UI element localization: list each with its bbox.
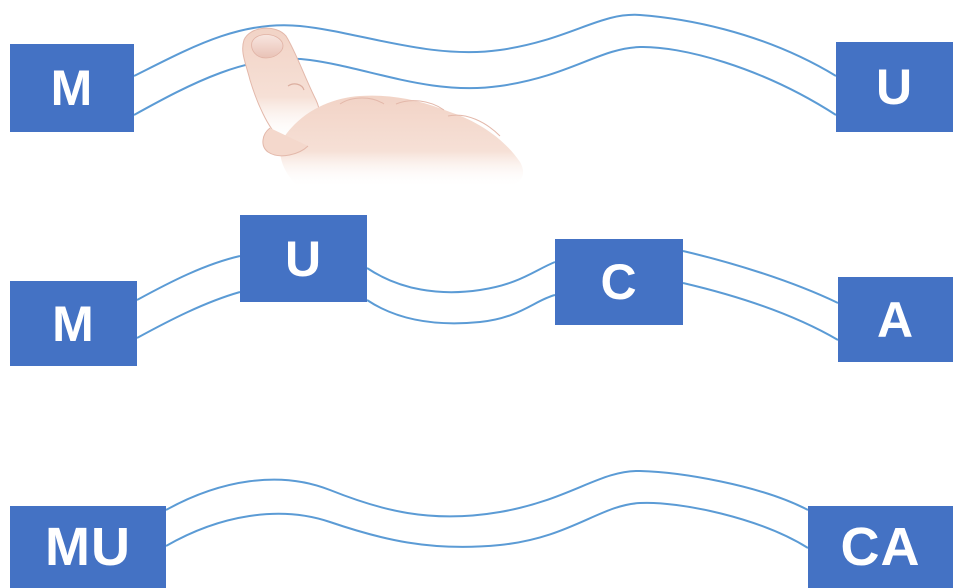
row-2-wire — [136, 250, 839, 341]
row-1-block-m: M — [10, 44, 134, 132]
fingernail — [251, 34, 284, 59]
row-3-wire-lower — [165, 501, 809, 549]
row-3-wire — [165, 469, 809, 549]
row-1-wire-upper — [133, 13, 837, 77]
row-2-block-c: C — [555, 239, 683, 325]
row-2-wire-m-u-upper — [136, 255, 241, 301]
row-2-block-a: A — [838, 277, 953, 362]
row-3-block-mu: MU — [10, 506, 166, 588]
row-3-wire-upper — [165, 469, 809, 518]
palm — [280, 95, 524, 188]
row-1-wire — [133, 13, 837, 116]
knuckle-crease — [287, 83, 305, 91]
row-2-wire-u-c-lower — [366, 294, 556, 325]
row-3-block-ca: CA — [808, 506, 953, 588]
row-2-wire-c-a-lower — [682, 282, 839, 341]
row-2-block-u: U — [240, 215, 367, 302]
row-1-block-u: U — [836, 42, 953, 132]
curled-finger-3 — [447, 114, 501, 137]
row-2-wire-c-a-upper — [682, 250, 839, 304]
thumb — [262, 127, 309, 157]
row-1-wire-lower — [133, 45, 837, 116]
row-2-block-m: M — [10, 281, 137, 366]
row-2-wire-u-c-upper — [366, 261, 556, 294]
curled-finger-2 — [395, 100, 445, 111]
curled-finger-1 — [339, 97, 385, 105]
pointing-hand-illustration — [242, 27, 524, 188]
row-2-wire-m-u-lower — [136, 291, 241, 339]
